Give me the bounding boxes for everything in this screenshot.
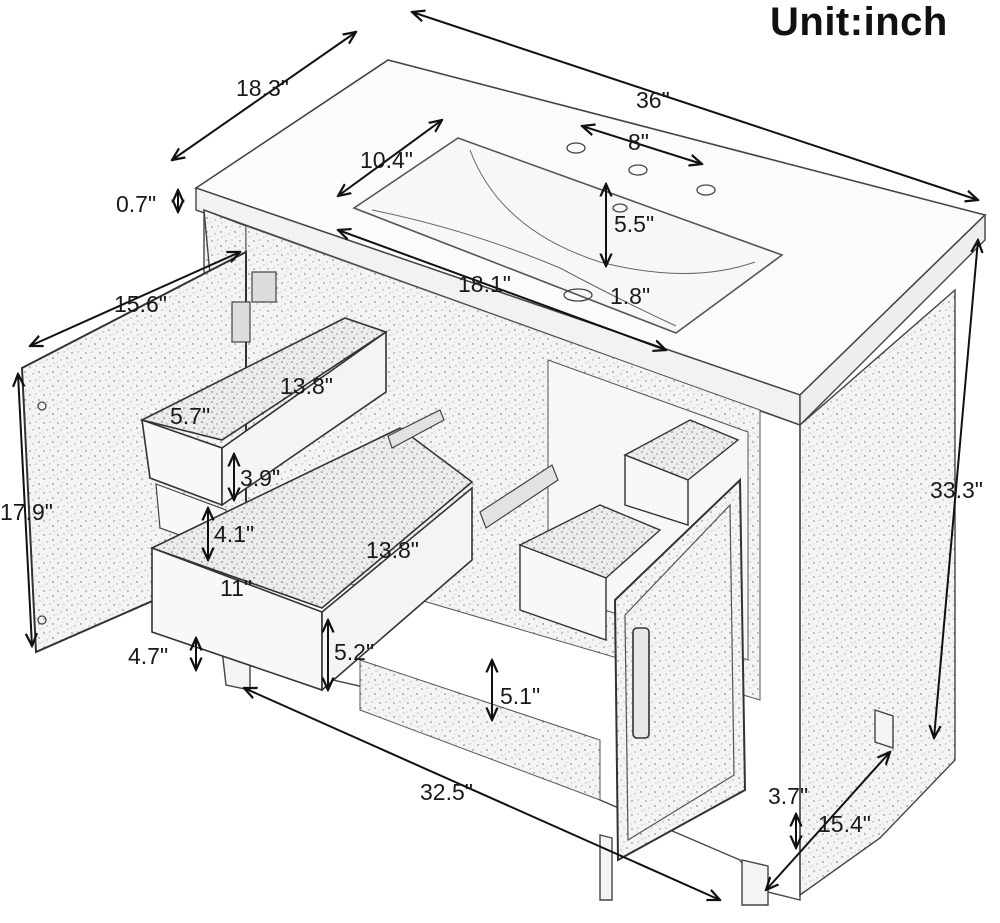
right-drawers (518, 419, 740, 641)
dim-faucet-spread: 8" (628, 129, 649, 155)
hinge-icon (251, 271, 277, 303)
drawer-slides (387, 409, 559, 529)
dim-drawer-top-width: 5.7" (170, 403, 210, 429)
dim-drawer-main-depth: 13.8" (366, 537, 419, 563)
dim-leg-height: 4.7" (128, 643, 168, 669)
dim-drawer-main-height: 5.2" (334, 639, 374, 665)
dim-door-width: 15.6" (114, 291, 167, 317)
hinge-icon (231, 301, 251, 343)
dim-door-height: 17.9" (0, 499, 53, 525)
dim-drawer-top-depth: 13.8" (280, 373, 333, 399)
dim-top-thickness: 0.7" (116, 191, 156, 217)
dim-drawer-main-width: 11" (220, 575, 252, 601)
dim-base-depth: 15.4" (818, 811, 871, 837)
dim-overflow: 1.8" (610, 283, 650, 309)
dim-bottom-shelf-height: 5.1" (500, 683, 540, 709)
unit-label: Unit:inch (770, 0, 948, 44)
dim-depth-top: 18.3" (236, 75, 289, 101)
dim-base-width: 32.5" (420, 779, 473, 805)
overflow-hole-icon (612, 203, 628, 213)
dimension-labels: 18.3" 36" 8" 10.4" 0.7" 5.5" 18.1" 1.8" … (0, 75, 983, 837)
dim-drawer-gap: 4.1" (214, 521, 254, 547)
dim-basin-width: 18.1" (458, 271, 511, 297)
lower-left-drawer (149, 427, 474, 692)
door-handle-icon (632, 627, 650, 739)
dim-basin-depth: 10.4" (360, 147, 413, 173)
dimension-lines (18, 12, 978, 900)
dim-basin-to-hole: 5.5" (614, 211, 654, 237)
dim-total-height: 33.3" (930, 477, 983, 503)
dim-drawer-top-height: 3.9" (240, 465, 280, 491)
dim-base-leg: 3.7" (768, 783, 808, 809)
dim-width-top: 36" (636, 87, 670, 113)
